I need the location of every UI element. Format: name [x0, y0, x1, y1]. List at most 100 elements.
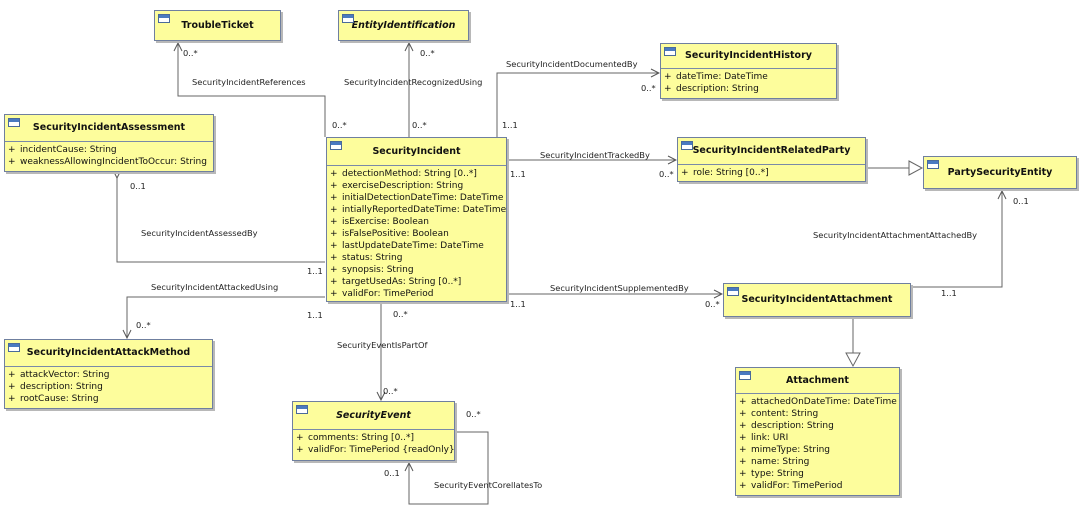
multiplicity: 1..1 — [502, 120, 518, 130]
class-icon — [727, 287, 739, 296]
class-icon — [342, 14, 354, 23]
attribute-row: +validFor: TimePeriod — [330, 289, 434, 299]
class-entity-identification[interactable]: EntityIdentification — [338, 10, 469, 41]
multiplicity: 0..* — [183, 48, 198, 58]
class-icon — [681, 141, 693, 150]
class-name: SecurityIncidentAssessment — [32, 122, 186, 133]
assoc-label-references: SecurityIncidentReferences — [192, 77, 306, 87]
attribute-list: +incidentCause: String +weaknessAllowing… — [5, 142, 213, 171]
class-name: EntityIdentification — [351, 20, 456, 31]
class-icon — [8, 118, 20, 127]
class-security-incident-history[interactable]: SecurityIncidentHistory +dateTime: DateT… — [660, 43, 837, 99]
class-security-incident-related-party[interactable]: SecurityIncidentRelatedParty +role: Stri… — [677, 137, 866, 182]
attribute-row: +detectionMethod: String [0..*] — [330, 169, 477, 179]
attribute-row: +content: String — [739, 409, 819, 419]
attribute-row: +lastUpdateDateTime: DateTime — [330, 241, 484, 251]
assoc-label-documented-by: SecurityIncidentDocumentedBy — [506, 59, 638, 69]
attribute-row: +exerciseDescription: String — [330, 181, 464, 191]
multiplicity: 1..1 — [510, 299, 526, 309]
class-icon — [8, 343, 20, 352]
attribute-row: +description: String — [739, 421, 834, 431]
attribute-row: +isExercise: Boolean — [330, 217, 429, 227]
attribute-list: +dateTime: DateTime +description: String — [661, 69, 836, 98]
assoc-label-corellates-to: SecurityEventCorellatesTo — [434, 480, 543, 490]
multiplicity: 0..* — [705, 299, 720, 309]
multiplicity: 1..1 — [941, 288, 957, 298]
attribute-row: +comments: String [0..*] — [296, 433, 415, 443]
class-icon — [664, 47, 676, 56]
attribute-row: +validFor: TimePeriod {readOnly} — [296, 445, 455, 455]
multiplicity: 0..* — [383, 386, 398, 396]
attribute-row: +validFor: TimePeriod — [739, 481, 843, 491]
class-name: Attachment — [786, 375, 849, 386]
class-icon — [296, 405, 308, 414]
class-name: SecurityEvent — [336, 410, 411, 421]
assoc-label-attachment-attached-by: SecurityIncidentAttachmentAttachedBy — [813, 230, 978, 240]
multiplicity: 1..1 — [510, 169, 526, 179]
class-party-security-entity[interactable]: PartySecurityEntity — [923, 156, 1077, 189]
attribute-row: +incidentCause: String — [8, 145, 117, 155]
class-security-incident[interactable]: SecurityIncident +detectionMethod: Strin… — [326, 137, 507, 302]
class-name: PartySecurityEntity — [947, 167, 1053, 178]
class-name: SecurityIncidentAttackMethod — [26, 347, 191, 358]
class-name: SecurityIncident — [372, 146, 461, 157]
attribute-list: +role: String [0..*] — [678, 165, 865, 182]
class-icon — [158, 14, 170, 23]
multiplicity: 0..* — [412, 120, 427, 130]
class-icon — [739, 371, 751, 380]
class-icon — [927, 160, 939, 169]
attribute-row: +description: String — [664, 84, 759, 94]
assoc-attachedby-line — [912, 191, 1002, 288]
assoc-label-attacked-using: SecurityIncidentAttackedUsing — [151, 282, 279, 292]
attribute-list: +detectionMethod: String [0..*] +exercis… — [327, 166, 506, 303]
class-icon — [330, 141, 342, 150]
attribute-row: +attachedOnDateTime: DateTime — [739, 397, 897, 407]
multiplicity: 1..1 — [307, 266, 323, 276]
class-name: TroubleTicket — [181, 20, 254, 31]
multiplicity: 0..1 — [130, 181, 146, 191]
class-security-event[interactable]: SecurityEvent +comments: String [0..*] +… — [292, 401, 455, 461]
attribute-row: +role: String [0..*] — [681, 168, 769, 178]
attribute-row: +mimeType: String — [739, 445, 830, 455]
class-trouble-ticket[interactable]: TroubleTicket — [154, 10, 281, 41]
attribute-list: +attachedOnDateTime: DateTime +content: … — [736, 394, 899, 495]
attribute-list: +comments: String [0..*] +validFor: Time… — [293, 430, 455, 459]
class-security-incident-assessment[interactable]: SecurityIncidentAssessment +incidentCaus… — [4, 114, 214, 172]
class-security-incident-attachment[interactable]: SecurityIncidentAttachment — [723, 283, 911, 317]
attribute-row: +isFalsePositive: Boolean — [330, 229, 449, 239]
class-name: SecurityIncidentRelatedParty — [692, 145, 851, 156]
attribute-row: +initialDetectionDateTime: DateTime — [330, 193, 504, 203]
attribute-list: +attackVector: String +description: Stri… — [5, 367, 212, 408]
attribute-row: +rootCause: String — [8, 394, 99, 404]
class-name: SecurityIncidentAttachment — [741, 294, 893, 305]
assoc-assessed-line — [117, 178, 325, 263]
attribute-row: +weaknessAllowingIncidentToOccur: String — [8, 157, 207, 167]
attribute-row: +dateTime: DateTime — [664, 72, 768, 82]
class-name: SecurityIncidentHistory — [685, 50, 812, 61]
assoc-label-assessed-by: SecurityIncidentAssessedBy — [141, 228, 258, 238]
assoc-references-line — [178, 43, 326, 137]
assoc-documented-line — [496, 73, 659, 137]
class-attachment[interactable]: Attachment +attachedOnDateTime: DateTime… — [735, 367, 900, 496]
multiplicity: 0..* — [332, 120, 347, 130]
class-security-incident-attack-method[interactable]: SecurityIncidentAttackMethod +attackVect… — [4, 339, 213, 409]
multiplicity: 1..1 — [307, 310, 323, 320]
attribute-row: +type: String — [739, 469, 804, 479]
assoc-attacked-line — [127, 296, 325, 338]
attribute-row: +status: String — [330, 253, 403, 263]
attribute-row: +link: URI — [739, 433, 789, 443]
multiplicity: 0..* — [641, 83, 656, 93]
attribute-row: +description: String — [8, 382, 103, 392]
assoc-label-supplemented-by: SecurityIncidentSupplementedBy — [550, 283, 689, 293]
multiplicity: 0..1 — [384, 468, 400, 478]
multiplicity: 0..* — [420, 48, 435, 58]
attribute-row: +synopsis: String — [330, 265, 414, 275]
assoc-label-tracked-by: SecurityIncidentTrackedBy — [540, 150, 650, 160]
multiplicity: 0..* — [393, 309, 408, 319]
assoc-corellates-line — [409, 432, 489, 505]
multiplicity: 0..* — [136, 320, 151, 330]
attribute-row: +targetUsedAs: String [0..*] — [330, 277, 462, 287]
assoc-label-recognized-using: SecurityIncidentRecognizedUsing — [344, 77, 483, 87]
attribute-row: +attackVector: String — [8, 370, 110, 380]
multiplicity: 0..* — [466, 409, 481, 419]
